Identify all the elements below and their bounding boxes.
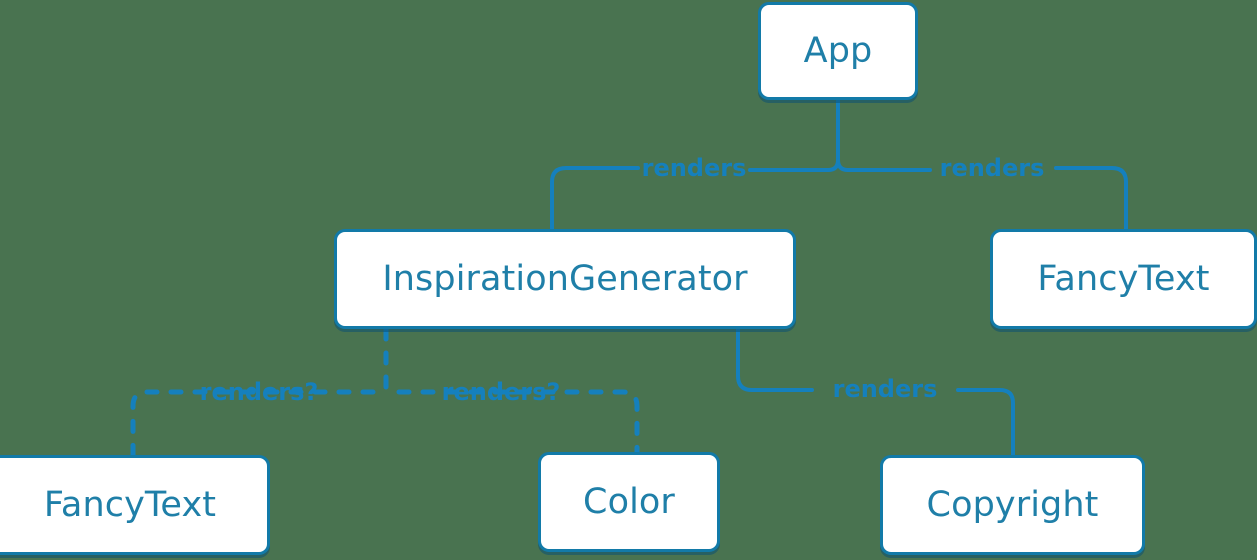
- node-label-copyright: Copyright: [926, 485, 1099, 525]
- edge-inspiration-to-color: [396, 389, 640, 455]
- edge-inspiration-to-copyright-tail: [956, 388, 1015, 457]
- edge-label-inspiration-to-color: renders?: [441, 378, 561, 406]
- node-label-fancytext-bottom: FancyText: [43, 485, 217, 525]
- edge-label-inspiration-to-fancytext-bottom: renders?: [199, 378, 319, 406]
- edge-label-app-to-inspiration: renders: [641, 154, 747, 182]
- node-color[interactable]: Color: [538, 452, 720, 552]
- node-fancytext-top[interactable]: FancyText: [990, 229, 1257, 329]
- node-app[interactable]: App: [758, 2, 918, 100]
- edge-app-to-fancytext-top: [1054, 166, 1128, 231]
- node-label-fancytext-top: FancyText: [1037, 259, 1210, 299]
- node-label-color: Color: [583, 482, 675, 522]
- edge-inspiration-to-copyright: [736, 327, 814, 392]
- edge-app-trunk-left: [748, 158, 840, 172]
- edge-label-inspiration-to-copyright: renders: [832, 375, 938, 403]
- node-label-inspiration-generator: InspirationGenerator: [382, 259, 748, 299]
- node-label-app: App: [803, 31, 873, 71]
- node-inspiration-generator[interactable]: InspirationGenerator: [334, 229, 796, 329]
- edge-label-app-to-fancytext-top: renders: [939, 154, 1045, 182]
- edge-app-trunk: [836, 98, 932, 172]
- edge-inspiration-to-fancytext-bottom: [130, 389, 376, 458]
- edge-app-to-inspiration: [550, 166, 640, 231]
- node-fancytext-bottom[interactable]: FancyText: [0, 455, 270, 555]
- node-copyright[interactable]: Copyright: [880, 455, 1145, 555]
